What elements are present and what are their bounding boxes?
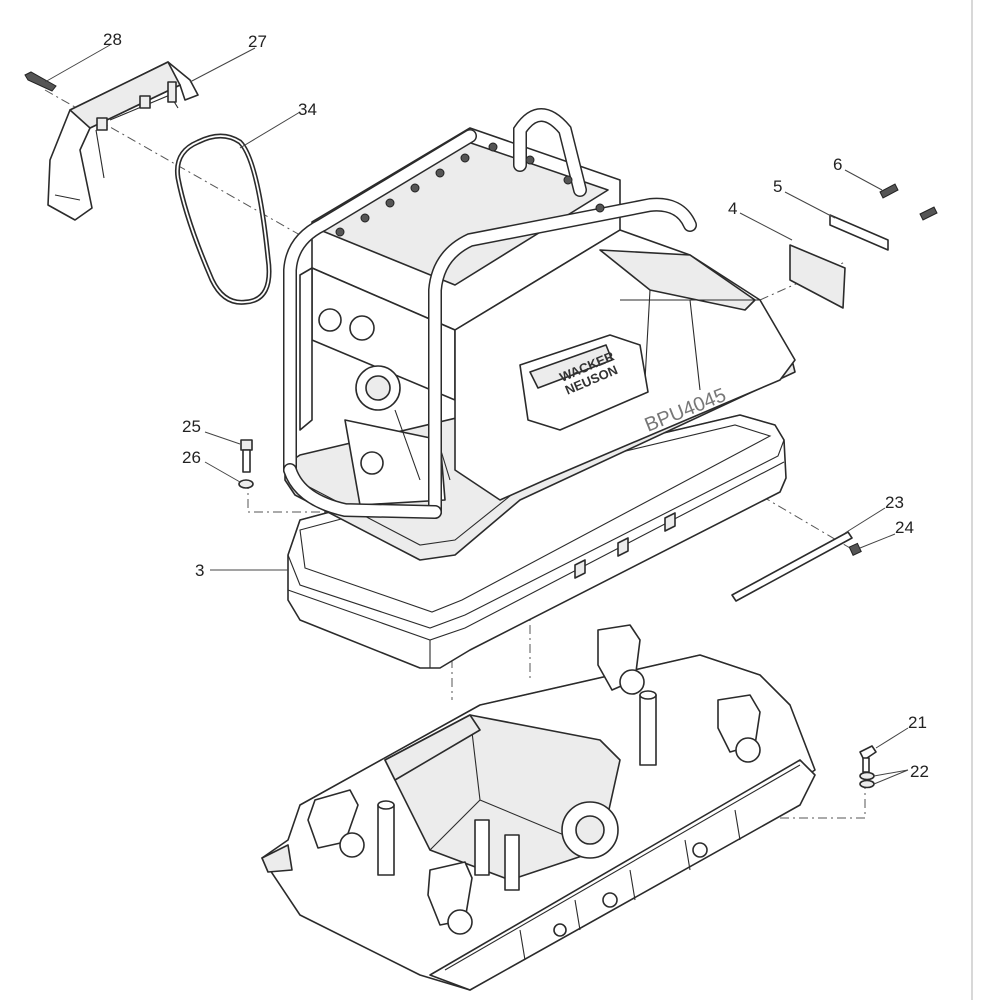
part-27-cover-bracket xyxy=(47,61,199,221)
label-21: 21 xyxy=(908,713,927,732)
part-6-bolts xyxy=(879,183,938,221)
part-21-bolt xyxy=(859,745,877,773)
label-5: 5 xyxy=(773,177,782,196)
callout-labels: 28 27 34 6 5 4 25 26 3 23 24 21 22 xyxy=(103,30,929,781)
part-26-washer xyxy=(238,479,254,489)
label-34: 34 xyxy=(298,100,317,119)
label-4: 4 xyxy=(728,199,737,218)
part-25-bolt xyxy=(240,439,253,473)
main-machine-upper-assembly: WACKER NEUSON BPU4045 xyxy=(283,108,796,561)
label-25: 25 xyxy=(182,417,201,436)
part-28-bolt xyxy=(24,71,57,92)
part-34-drive-belt xyxy=(174,133,272,305)
label-28: 28 xyxy=(103,30,122,49)
part-24-screw xyxy=(848,542,862,556)
part-4-warning-plate xyxy=(789,244,846,309)
label-26: 26 xyxy=(182,448,201,467)
leader-lines xyxy=(44,44,909,785)
label-24: 24 xyxy=(895,518,914,537)
part-5-clamp-strip xyxy=(829,214,889,251)
label-27: 27 xyxy=(248,32,267,51)
part-23-rod xyxy=(731,531,853,602)
label-23: 23 xyxy=(885,493,904,512)
shock-mounts xyxy=(307,624,761,935)
part-22-washers xyxy=(859,771,875,789)
cover-bolts xyxy=(335,142,605,237)
label-3: 3 xyxy=(195,561,204,580)
label-22: 22 xyxy=(910,762,929,781)
base-plate-assembly xyxy=(261,624,816,991)
label-6: 6 xyxy=(833,155,842,174)
